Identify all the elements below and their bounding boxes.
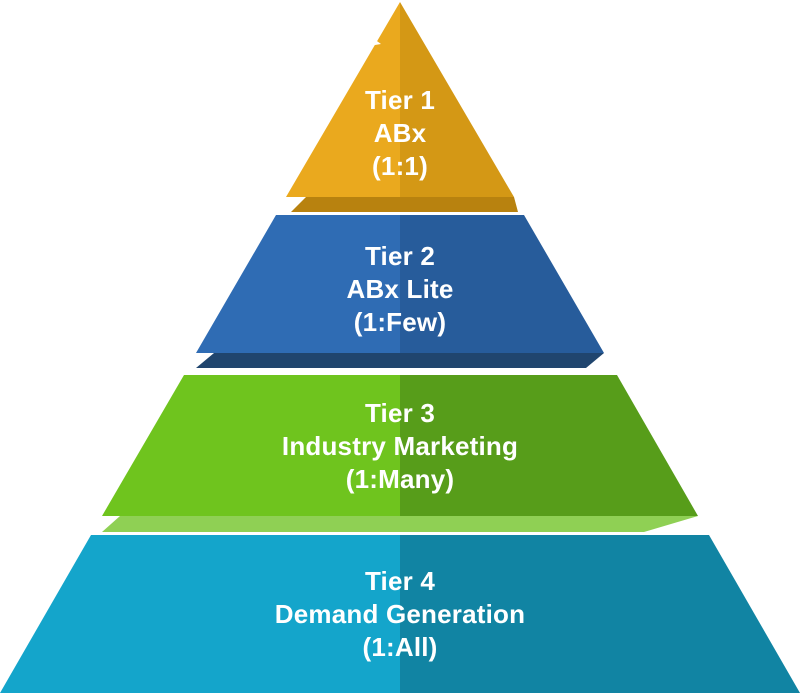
tier1-face-right — [400, 2, 514, 197]
tier1-face-left — [286, 2, 400, 197]
tier4-face-right — [400, 535, 800, 693]
tier2-face-left — [196, 215, 400, 353]
tier3-face-left — [102, 375, 400, 516]
tier4-face-left — [0, 535, 400, 693]
apex-highlight-slash — [356, 31, 381, 46]
tier3-face-right — [400, 375, 698, 516]
tier2-face-right — [400, 215, 604, 353]
tier1-shadow-band — [291, 197, 518, 212]
tier3-shadow-band — [102, 516, 698, 532]
tier2-shadow-band — [196, 353, 604, 368]
